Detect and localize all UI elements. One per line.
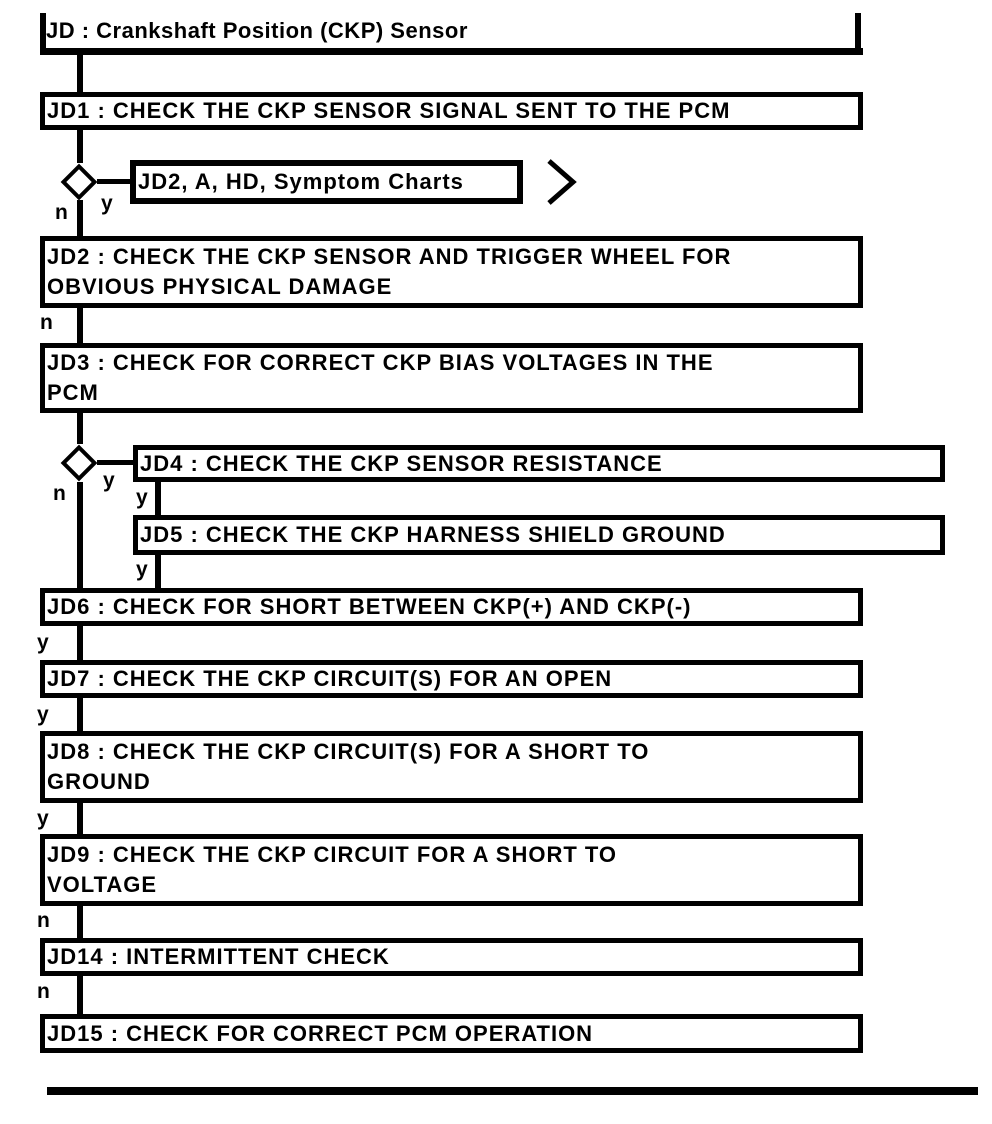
connector-decision1-chartsref (97, 179, 130, 184)
node-jd5[interactable]: JD5 : CHECK THE CKP HARNESS SHIELD GROUN… (133, 515, 945, 555)
connector-title-jd1 (77, 55, 83, 92)
branch-label-no-decision2: n (53, 482, 66, 505)
title-bracket-left-tick (40, 13, 46, 55)
node-jd3[interactable]: JD3 : CHECK FOR CORRECT CKP BIAS VOLTAGE… (40, 343, 863, 413)
decision-diamond-2 (60, 444, 98, 482)
connector-jd6-jd7 (77, 626, 83, 660)
node-jd14[interactable]: JD14 : INTERMITTENT CHECK (40, 938, 863, 976)
node-charts-ref[interactable]: JD2, A, HD, Symptom Charts (130, 160, 523, 204)
connector-decision1-jd2 (77, 200, 83, 236)
connector-jd14-jd15 (77, 976, 83, 1014)
branch-label-yes-jd7: y (37, 703, 49, 726)
node-jd8[interactable]: JD8 : CHECK THE CKP CIRCUIT(S) FOR A SHO… (40, 731, 863, 803)
node-jd6[interactable]: JD6 : CHECK FOR SHORT BETWEEN CKP(+) AND… (40, 588, 863, 626)
decision-diamond-1 (60, 163, 98, 201)
node-jd9[interactable]: JD9 : CHECK THE CKP CIRCUIT FOR A SHORT … (40, 834, 863, 906)
connector-jd9-jd14 (77, 906, 83, 938)
branch-label-no-jd2: n (40, 311, 53, 334)
title-bracket-right-tick (855, 13, 861, 55)
title-bracket-bottom-bar (40, 48, 863, 55)
branch-label-yes-decision2: y (103, 469, 115, 492)
node-jd2[interactable]: JD2 : CHECK THE CKP SENSOR AND TRIGGER W… (40, 236, 863, 308)
connector-jd5-jd6 (155, 553, 161, 588)
connector-decision2-jd6 (77, 482, 83, 588)
branch-label-no-decision1: n (55, 201, 68, 224)
connector-jd3-decision2 (77, 413, 83, 444)
branch-label-no-jd9: n (37, 909, 50, 932)
connector-decision2-jd4 (97, 460, 133, 465)
bottom-separator (47, 1087, 978, 1095)
offpage-connector-icon[interactable] (545, 157, 579, 212)
connector-jd4-jd5 (155, 480, 161, 515)
connector-jd7-jd8 (77, 698, 83, 731)
branch-label-yes-jd4: y (136, 486, 148, 509)
connector-jd2-jd3 (77, 308, 83, 343)
node-jd15[interactable]: JD15 : CHECK FOR CORRECT PCM OPERATION (40, 1014, 863, 1053)
node-jd7[interactable]: JD7 : CHECK THE CKP CIRCUIT(S) FOR AN OP… (40, 660, 863, 698)
branch-label-yes-jd5: y (136, 558, 148, 581)
branch-label-yes-jd6: y (37, 631, 49, 654)
flow-title: JD : Crankshaft Position (CKP) Sensor (46, 18, 468, 43)
branch-label-yes-decision1: y (101, 192, 113, 215)
branch-label-yes-jd8: y (37, 807, 49, 830)
node-jd1[interactable]: JD1 : CHECK THE CKP SENSOR SIGNAL SENT T… (40, 92, 863, 130)
branch-label-no-jd14: n (37, 980, 50, 1003)
node-jd4[interactable]: JD4 : CHECK THE CKP SENSOR RESISTANCE (133, 445, 945, 482)
connector-jd8-jd9 (77, 803, 83, 834)
connector-jd1-decision1 (77, 130, 83, 163)
